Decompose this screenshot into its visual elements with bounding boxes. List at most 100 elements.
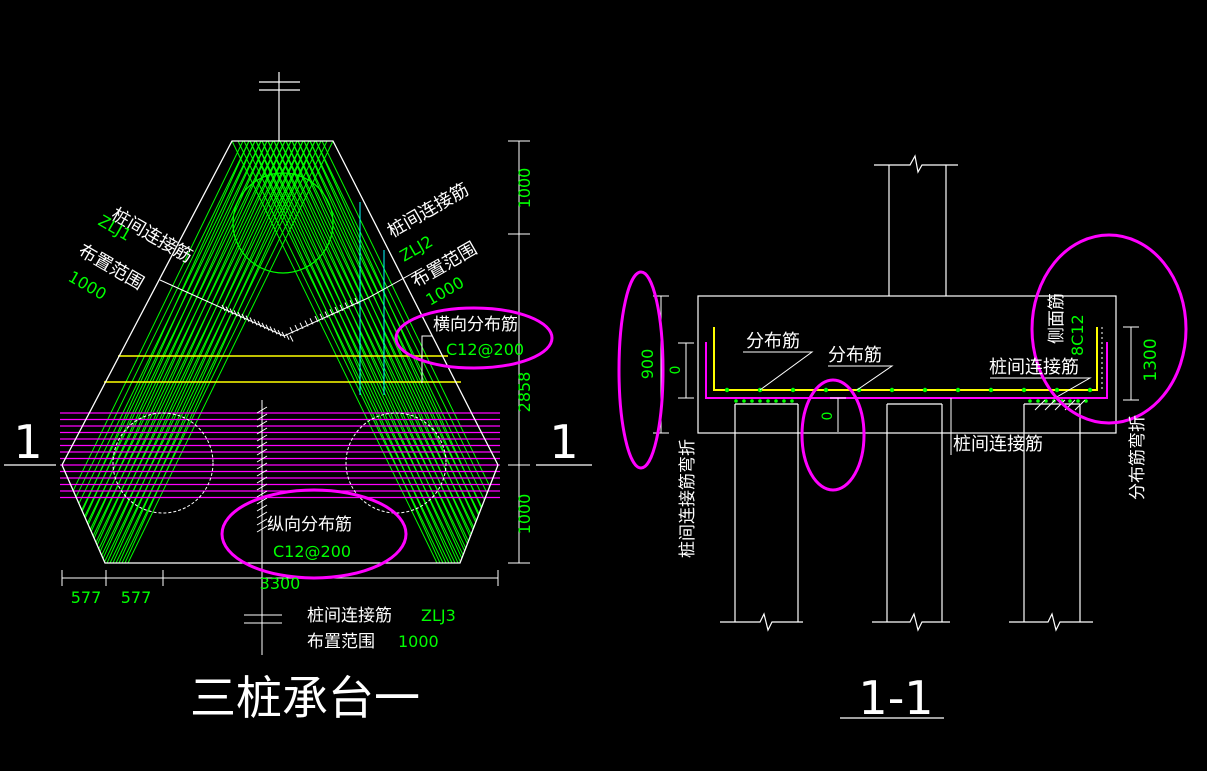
highlight-900 (617, 270, 665, 470)
longitudinal-dist-name: 纵向分布筋 (267, 515, 352, 535)
section-mid-dim (830, 397, 846, 432)
zlj-ticks (221, 297, 359, 342)
zlj3-ticks (256, 406, 268, 533)
pile-bottom-right (345, 412, 447, 514)
rebar-line (118, 141, 310, 563)
leader-tick (253, 319, 258, 326)
rebar-line (112, 141, 304, 563)
leader-tick (289, 327, 294, 334)
leader-tick (339, 304, 344, 312)
column-break-mark (259, 72, 300, 141)
rebar-line (273, 141, 465, 563)
leader-tick (354, 297, 359, 305)
pile-bottom-left (112, 412, 214, 514)
bar-dot (823, 387, 829, 393)
leader-tick (319, 313, 324, 321)
bar-dot (1054, 387, 1060, 393)
section-tick (1054, 399, 1066, 411)
leader-tick (256, 434, 268, 442)
leader-tick (256, 462, 268, 470)
rebar-line (249, 141, 441, 563)
bar-dot (758, 399, 762, 403)
dim-0-left: 0 (668, 366, 684, 375)
bar-dot (1036, 399, 1040, 403)
section-view: 分布筋 分布筋 桩间连接筋 桩间连接筋 侧面筋 8C12 桩间连接筋弯折 分布筋… (617, 154, 1188, 725)
leader-tick (256, 518, 268, 526)
rebar-line (106, 141, 298, 563)
right-bend-label: 分布筋弯折 (1128, 415, 1148, 500)
dim-right-mid: 2858 (515, 372, 534, 413)
leader-tick (237, 311, 242, 319)
section-title: 1-1 (858, 671, 933, 725)
section-piles (720, 403, 1093, 632)
leader-tick (256, 511, 268, 519)
transverse-dist-spec: C12@200 (446, 340, 524, 359)
dim-bottom-1: 577 (71, 588, 102, 607)
bar-dot (724, 387, 730, 393)
leader-tick (269, 326, 274, 333)
leader-tick (233, 310, 238, 317)
leader-tick (249, 317, 254, 324)
dim-1300: 1300 (1141, 338, 1161, 381)
leader-tick (289, 335, 294, 342)
rebar-line (62, 141, 256, 563)
section-tick (1074, 399, 1086, 411)
side-bar-spec: 8C12 (1068, 314, 1087, 356)
rebar-line (267, 141, 459, 563)
dim-bottom-total: 3300 (260, 574, 301, 593)
dim-right-bottom: 1000 (515, 494, 534, 535)
bar-dot (922, 387, 928, 393)
section-right-dim (1123, 326, 1139, 401)
zlj3-range: 1000 (398, 632, 439, 651)
bar-dot (782, 399, 786, 403)
leader-tick (256, 413, 268, 421)
zlj3-name: 桩间连接筋 (307, 606, 392, 626)
column (874, 154, 958, 296)
leader-tick (329, 309, 334, 316)
dim-900: 900 (638, 349, 657, 380)
rebar-line (261, 141, 453, 563)
leader-tick (281, 331, 286, 339)
section-connect-bar-2: 桩间连接筋 (953, 434, 1043, 455)
highlight-transverse (394, 306, 554, 370)
section-tick (1034, 399, 1046, 411)
section-connect-bar-1: 桩间连接筋 (989, 357, 1079, 378)
bar-dot (774, 399, 778, 403)
leader-tick (256, 441, 268, 449)
section-tick (1044, 399, 1056, 411)
section-bar-dots (724, 387, 1093, 403)
highlight-side-bar (1030, 233, 1188, 425)
section-dist-bar-2: 分布筋 (828, 345, 882, 366)
bar-dot (766, 399, 770, 403)
side-bar-label: 侧面筋 (1047, 293, 1067, 344)
leader-tick (256, 476, 268, 484)
rebar-line (124, 141, 316, 563)
leader-tick (349, 300, 354, 307)
leader-tick (277, 329, 282, 337)
zlj1-leader (159, 267, 423, 337)
plan-title: 三桩承台一 (190, 671, 420, 725)
rebar-line (303, 141, 495, 563)
leader-tick (344, 302, 349, 309)
rebar-line (297, 141, 489, 563)
section-connect-bar (705, 342, 1108, 399)
section-mark-right: 1 (549, 415, 578, 469)
dim-0-mid: 0 (820, 412, 836, 421)
leader-tick (256, 483, 268, 491)
leader-tick (261, 322, 266, 330)
leader-tick (241, 313, 246, 321)
leader-tick (324, 311, 329, 318)
leader-tick (265, 324, 270, 331)
leader-tick (256, 406, 268, 414)
bar-dot (734, 399, 738, 403)
highlight-0-mid (800, 378, 866, 492)
bar-dot (889, 387, 895, 393)
leader-tick (334, 306, 339, 314)
section-dist-bar-1: 分布筋 (746, 331, 800, 352)
rebar-line (285, 141, 477, 563)
dim-right-top: 1000 (515, 168, 534, 209)
leader-tick (256, 497, 268, 505)
leader-tick (299, 322, 304, 330)
rebar-line (62, 141, 250, 563)
